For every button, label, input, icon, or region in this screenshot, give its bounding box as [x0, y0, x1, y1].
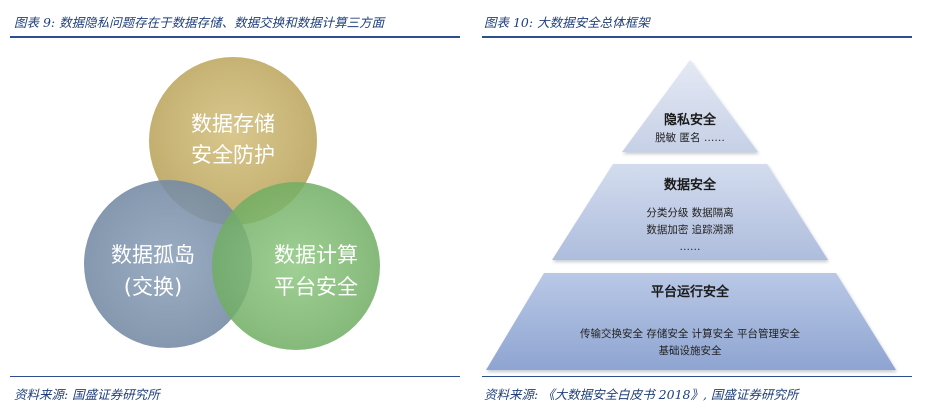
- venn-top-line1: 数据存储: [191, 112, 275, 136]
- figure-9-top-rule: [10, 36, 460, 38]
- tier-top-title: 隐私安全: [664, 112, 717, 128]
- pyramid-tier-bottom: [486, 273, 896, 370]
- figure-10-source: 资料来源: 《大数据安全白皮书 2018》, 国盛证券研究所: [484, 387, 799, 402]
- figure-9-panel: 图表 9: 数据隐私问题存在于数据存储、数据交换和数据计算三方面 数据存储 安全…: [0, 0, 460, 414]
- venn-right-line2: 平台安全: [274, 275, 358, 299]
- figure-10-title: 图表 10: 大数据安全总体框架: [484, 15, 650, 30]
- figure-10-bottom-rule: [482, 376, 912, 377]
- venn-diagram: 数据存储 安全防护 数据孤岛 (交换) 数据计算 平台安全: [84, 57, 380, 350]
- figure-10-top-rule: [482, 36, 912, 38]
- venn-circle-left: [84, 180, 252, 348]
- pyramid-tier-top: [622, 60, 758, 152]
- pyramid-tier-middle: [552, 164, 828, 260]
- tier-middle-line1: 分类分级 数据隔离: [646, 206, 733, 219]
- tier-top-line1: 脱敏 匿名 ……: [655, 131, 725, 144]
- venn-top-line2: 安全防护: [191, 143, 275, 167]
- venn-circle-right: [212, 182, 380, 350]
- tier-bottom-line1: 传输交换安全 存储安全 计算安全 平台管理安全: [580, 327, 801, 340]
- figure-10-panel: 图表 10: 大数据安全总体框架 隐私安全 脱敏 匿名 ……: [478, 0, 931, 414]
- venn-circle-top: [149, 57, 317, 225]
- venn-right-line1: 数据计算: [274, 243, 358, 267]
- venn-left-line1: 数据孤岛: [111, 243, 195, 267]
- tier-middle-title: 数据安全: [664, 177, 717, 193]
- tier-middle-line3: ……: [680, 241, 701, 253]
- figure-9-source: 资料来源: 国盛证券研究所: [14, 387, 160, 402]
- tier-bottom-title: 平台运行安全: [651, 284, 730, 300]
- tier-middle-line2: 数据加密 追踪溯源: [646, 223, 734, 236]
- figure-9-title: 图表 9: 数据隐私问题存在于数据存储、数据交换和数据计算三方面: [14, 15, 385, 30]
- venn-left-line2: (交换): [124, 275, 182, 299]
- pyramid-diagram: 隐私安全 脱敏 匿名 …… 数据安全 分类分级 数据隔离 数据加密 追踪溯源 ……: [486, 60, 896, 370]
- tier-bottom-line2: 基础设施安全: [659, 344, 722, 357]
- figure-9-bottom-rule: [10, 376, 460, 377]
